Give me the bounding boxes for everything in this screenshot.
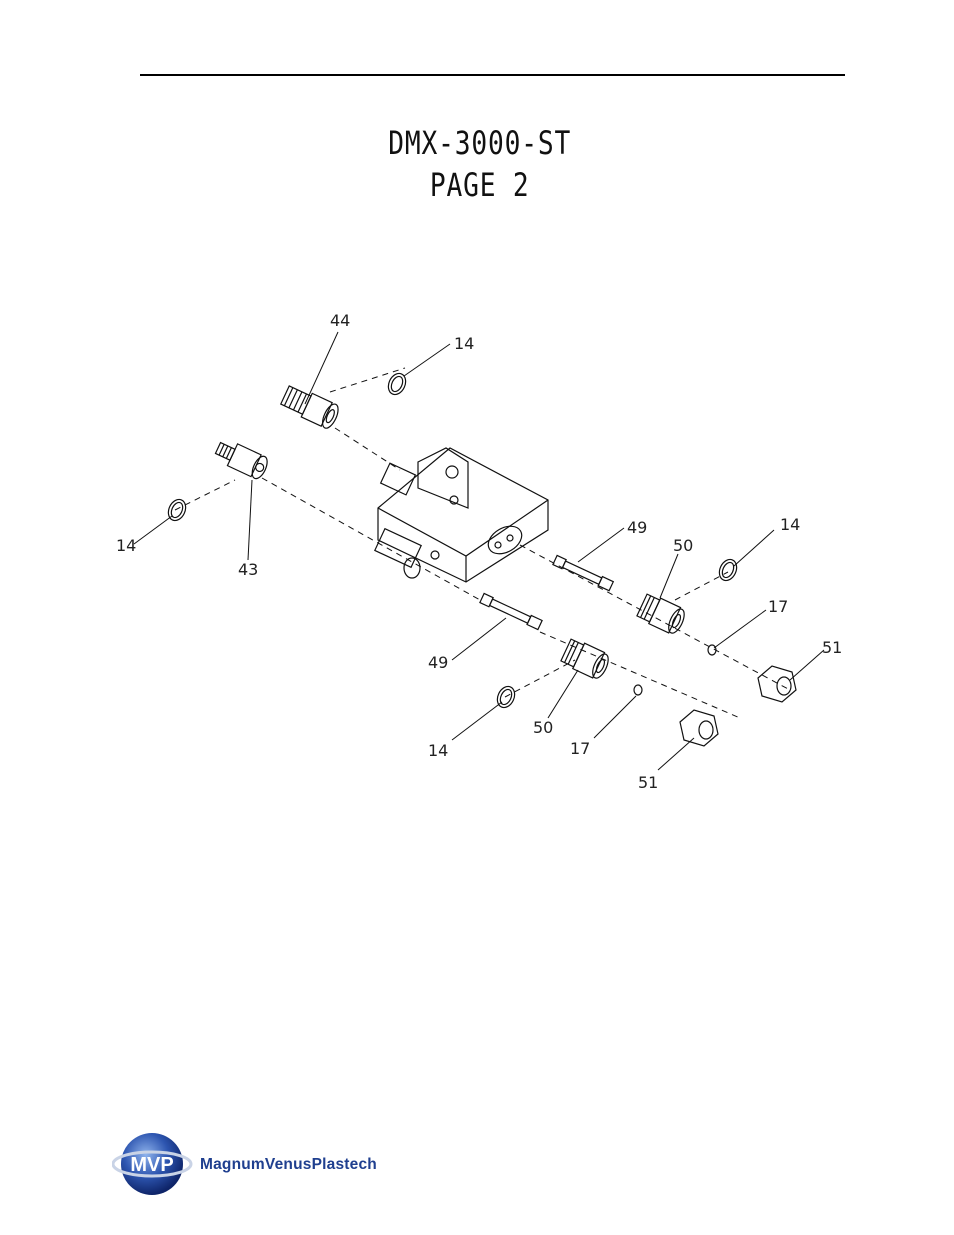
axis-lower-chain (540, 632, 740, 718)
callout-43: 43 (238, 560, 258, 579)
axis-43-49 (262, 478, 480, 600)
callout-14-left: 14 (116, 536, 136, 555)
axis-upper-chain (520, 545, 790, 690)
logo-mark: MVP (130, 1154, 173, 1176)
callout-14-top: 14 (454, 334, 474, 353)
fitting-43 (213, 437, 270, 481)
callout-17-upper: 17 (768, 597, 788, 616)
callout-44: 44 (330, 311, 350, 330)
callout-51-upper: 51 (822, 638, 842, 657)
fitting-50-upper (636, 592, 688, 636)
callout-17-lower: 17 (570, 739, 590, 758)
callout-49-lower: 49 (428, 653, 448, 672)
pin-49-lower (480, 593, 542, 629)
washer-17-lower (634, 685, 642, 695)
oring-14-left (165, 497, 189, 524)
hexnut-51-lower (680, 710, 718, 746)
mvp-globe-icon: MVP (112, 1130, 202, 1198)
callout-50-lower: 50 (533, 718, 553, 737)
callout-50-upper: 50 (673, 536, 693, 555)
manifold-block (375, 448, 548, 582)
leader-lines (134, 332, 824, 770)
assembly-axes (175, 368, 790, 718)
hexnut-51-upper (758, 666, 796, 702)
company-logo: MVP MagnumVenusPlastech (112, 1130, 432, 1198)
pin-49-upper (553, 555, 613, 590)
fitting-44 (280, 383, 342, 430)
callout-51-lower: 51 (638, 773, 658, 792)
callout-14-lower: 14 (428, 741, 448, 760)
axis-43-14 (175, 480, 235, 510)
oring-14-right (716, 557, 740, 584)
callout-49-upper: 49 (627, 518, 647, 537)
callout-14-right: 14 (780, 515, 800, 534)
company-name: MagnumVenusPlastech (200, 1156, 377, 1174)
